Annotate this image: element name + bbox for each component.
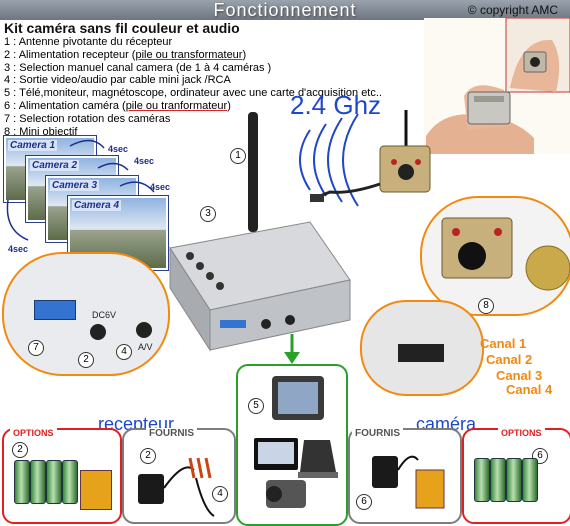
feature-text-pre: Alimentation caméra ( xyxy=(18,99,126,112)
mini-lens-illustration xyxy=(441,217,570,291)
callout-7: 7 xyxy=(28,340,44,356)
camera-supplied-tag: FOURNIS xyxy=(352,428,403,439)
feature-text: Télé,moniteur, magnétoscope, ordinateur … xyxy=(19,87,382,100)
receiver-unit xyxy=(169,112,351,352)
battery-4 xyxy=(62,460,78,504)
copyright-notice: © copyright AMC xyxy=(467,3,558,17)
frequency-label: 2.4 Ghz xyxy=(290,90,382,120)
battery-1 xyxy=(14,460,30,504)
av-output-label: A/V xyxy=(138,342,153,352)
header-banner xyxy=(0,0,570,20)
callout-4-panel: 4 xyxy=(116,344,132,360)
feature-separator: : xyxy=(10,87,20,100)
dc-input-jack xyxy=(90,324,106,340)
feature-number: 1 xyxy=(4,36,11,48)
feature-item-2: 2 : Alimentation recepteur (pile ou tran… xyxy=(4,49,382,62)
hand-camera-photo xyxy=(424,17,570,154)
feature-number: 7 xyxy=(4,112,11,125)
feature-separator: : xyxy=(10,36,19,48)
feature-text: Antenne pivotante du récepteur xyxy=(18,36,173,48)
feature-item-1: 1 : Antenne pivotante du récepteur xyxy=(4,36,382,49)
rotation-arrows xyxy=(6,139,155,241)
output-arrow xyxy=(284,334,300,364)
kit-title: Kit caméra sans fil couleur et audio xyxy=(4,20,240,36)
battery-3 xyxy=(46,460,62,504)
camera-closeup-zoom xyxy=(420,196,570,316)
battery-2 xyxy=(30,460,46,504)
dc-input-label: DC6V xyxy=(92,310,117,320)
feature-item-8: 8 : Mini objectif xyxy=(4,126,382,139)
feature-separator: : xyxy=(10,48,19,61)
feature-number: 2 xyxy=(4,48,11,61)
feature-number: 5 xyxy=(4,87,11,100)
rotation-interval-1: 4sec xyxy=(108,144,129,154)
receiver-adapter-cable xyxy=(138,457,215,517)
callout-2-adapter: 2 xyxy=(140,448,156,464)
feature-text-pre: Alimentation recepteur ( xyxy=(18,48,136,61)
feature-item-4: 4 : Sortie video/audio par cable mini ja… xyxy=(4,74,382,87)
callout-1: 1 xyxy=(230,148,246,164)
callout-6-adapter: 6 xyxy=(356,494,372,510)
callout-8: 8 xyxy=(478,298,494,314)
feature-text-post: ) xyxy=(242,48,247,61)
camera-adapter-battery xyxy=(372,455,445,509)
feature-item-3: 3 : Selection manuel canal camera (de 1 … xyxy=(4,62,382,75)
feature-text-post: ) xyxy=(227,99,231,112)
feature-text-ul: pile ou transformateur xyxy=(135,48,243,61)
feature-number: 4 xyxy=(4,74,11,87)
callout-2-panel: 2 xyxy=(78,352,94,368)
av-output-jack xyxy=(136,322,152,338)
feature-number: 3 xyxy=(4,61,11,74)
feature-text: Selection rotation des caméras xyxy=(19,112,171,125)
callout-2-battery: 2 xyxy=(12,442,28,458)
callout-5: 5 xyxy=(248,398,264,414)
feature-text: Sortie video/audio par cable mini jack /… xyxy=(19,74,231,87)
camera-label-4: Camera 4 xyxy=(72,200,122,211)
channel-selector-zoom xyxy=(360,300,484,396)
feature-number: 8 xyxy=(4,125,11,138)
page-title: Fonctionnement xyxy=(213,0,357,20)
rotation-interval-2: 4sec xyxy=(134,156,155,166)
feature-item-6: 6 : Alimentation caméra (pile ou tranfor… xyxy=(4,100,382,113)
camera-battery-1 xyxy=(474,458,490,502)
camera-dip-switch xyxy=(398,344,444,362)
feature-separator: : xyxy=(10,125,20,138)
camera-label-2: Camera 2 xyxy=(30,160,80,171)
channel-label-2: Canal 2 xyxy=(486,352,533,367)
nine-volt-battery xyxy=(80,470,112,510)
camera-label-1: Camera 1 xyxy=(8,140,58,151)
feature-item-5: 5 : Télé,moniteur, magnétoscope, ordinat… xyxy=(4,87,382,100)
camera-options-tag: OPTIONS xyxy=(498,428,545,438)
channel-label-3: Canal 3 xyxy=(496,368,543,383)
channel-label-1: Canal 1 xyxy=(480,336,527,351)
feature-separator: : xyxy=(10,74,20,87)
camera-label-3: Camera 3 xyxy=(50,180,100,191)
callout-4-cable: 4 xyxy=(212,486,228,502)
receiver-options-tag: OPTIONS xyxy=(10,428,57,438)
channel-dip-switch xyxy=(34,300,76,320)
feature-text-ul: pile ou tranformateur xyxy=(125,99,228,112)
feature-separator: : xyxy=(10,112,20,125)
feature-text: Mini objectif xyxy=(19,125,78,138)
feature-text: Selection manuel canal camera (de 1 à 4 … xyxy=(19,61,272,74)
feature-separator: : xyxy=(10,99,19,112)
wireless-camera xyxy=(310,110,431,202)
channel-label-4: Canal 4 xyxy=(506,382,553,397)
callout-3: 3 xyxy=(200,206,216,222)
receiver-supplied-tag: FOURNIS xyxy=(146,428,197,439)
display-devices xyxy=(254,376,338,508)
wireless-waves xyxy=(299,113,359,207)
camera-battery-3 xyxy=(506,458,522,502)
camera-battery-2 xyxy=(490,458,506,502)
feature-item-7: 7 : Selection rotation des caméras xyxy=(4,113,382,126)
hand-camera-illustration xyxy=(426,17,570,154)
rotation-interval-3: 4sec xyxy=(150,182,171,192)
rotation-interval-4: 4sec xyxy=(8,244,29,254)
feature-number: 6 xyxy=(4,99,11,112)
feature-separator: : xyxy=(10,61,20,74)
camera-battery-4 xyxy=(522,458,538,502)
